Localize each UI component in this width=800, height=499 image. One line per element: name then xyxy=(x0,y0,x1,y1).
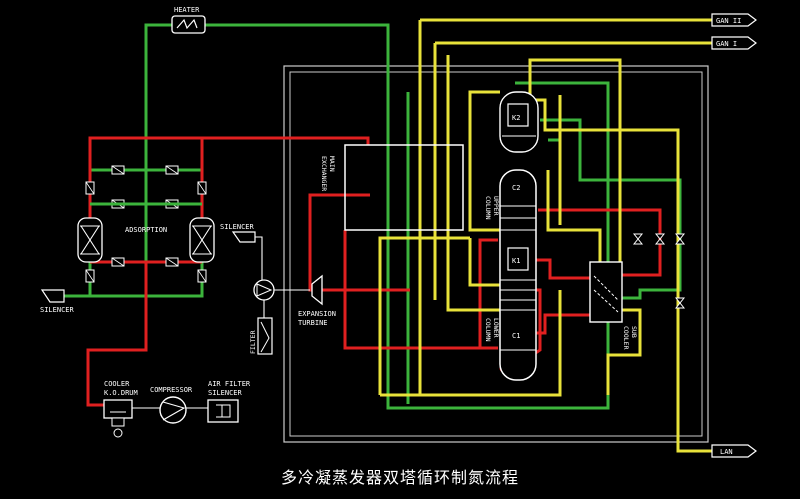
product-lines xyxy=(378,18,712,453)
c1-label: C1 xyxy=(512,332,520,340)
main-exchanger xyxy=(344,144,464,231)
silencer-left xyxy=(40,289,65,303)
gan2-outlet xyxy=(711,13,757,27)
regeneration-lines xyxy=(62,23,682,410)
filter xyxy=(257,317,273,355)
lower-column-label-1: LOWER xyxy=(492,318,500,338)
filter-label: FILTER xyxy=(249,330,257,354)
expansion-turbine xyxy=(311,274,323,306)
air-filter-silencer xyxy=(207,399,239,423)
k1-label: K1 xyxy=(512,257,520,265)
lan-outlet xyxy=(711,444,757,458)
gan2-label: GAN II xyxy=(716,17,741,25)
lower-column-label-2: COLUMN xyxy=(484,318,492,342)
compressor-label: COMPRESSOR xyxy=(150,386,193,394)
expansion-label: EXPANSION xyxy=(298,310,336,318)
diagram-caption: 多冷凝蒸发器双塔循环制氮流程 xyxy=(280,468,519,487)
heater-label: HEATER xyxy=(174,6,200,14)
cold-box-inner xyxy=(289,71,703,437)
sub-cooler-label-1: SUB xyxy=(630,326,638,338)
heater xyxy=(171,15,206,34)
adsorber-left xyxy=(77,217,103,263)
product-outlets xyxy=(711,13,757,458)
blower xyxy=(253,279,310,318)
adsorption-label: ADSORPTION xyxy=(125,226,167,234)
main-exchanger-label-1: MAIN xyxy=(328,156,336,172)
c2-label: C2 xyxy=(512,184,520,192)
compressor xyxy=(132,396,208,424)
sub-cooler xyxy=(589,261,623,323)
silencer-top-label: SILENCER xyxy=(220,223,255,231)
silencer-left-label: SILENCER xyxy=(40,306,75,314)
cooler-label: COOLER xyxy=(104,380,130,388)
air-filter-silencer-label: SILENCER xyxy=(208,389,243,397)
lan-label: LAN xyxy=(720,448,733,456)
rectification-column xyxy=(499,169,537,381)
upper-column-label-1: UPPER xyxy=(492,196,500,216)
k2-condenser xyxy=(499,91,539,153)
gan1-outlet xyxy=(711,36,757,50)
silencer-top xyxy=(231,231,263,280)
air-filter-label: AIR FILTER xyxy=(208,380,251,388)
cold-box-outer xyxy=(283,65,709,443)
sub-cooler-label-2: COOLER xyxy=(622,326,630,350)
right-valves xyxy=(632,233,686,309)
turbine-label: TURBINE xyxy=(298,319,328,327)
main-exchanger-label-2: EXCHANGER xyxy=(320,156,328,191)
cooler-ko-drum xyxy=(103,399,133,438)
air-lines xyxy=(86,136,662,407)
gan1-label: GAN I xyxy=(716,40,737,48)
ko-drum-label: K.O.DRUM xyxy=(104,389,138,397)
adsorber-right xyxy=(189,217,215,263)
upper-column-label-2: COLUMN xyxy=(484,196,492,220)
k2-label: K2 xyxy=(512,114,520,122)
